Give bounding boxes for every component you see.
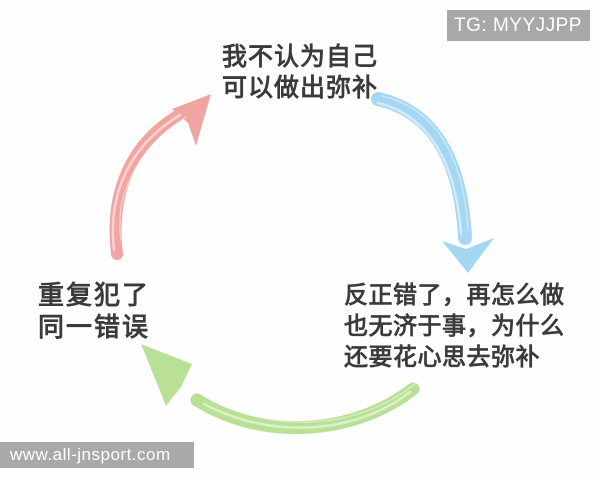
telegram-watermark: TG: MYYJJPP xyxy=(447,10,590,41)
arrowhead-top-to-right xyxy=(442,238,494,273)
arrow-shaft-left-to-top xyxy=(109,105,192,260)
arrow-shaft-top-to-right xyxy=(371,92,472,245)
arrow-right-to-left-icon xyxy=(141,344,420,435)
arrow-highlight-streak xyxy=(376,101,463,236)
arrowhead-right-to-left xyxy=(141,344,192,406)
node-text-left: 重复犯了 同一错误 xyxy=(38,280,151,342)
arrow-highlight-streak xyxy=(209,383,416,424)
website-watermark: www.all-jnsport.com xyxy=(0,442,194,468)
arrow-left-to-top-icon xyxy=(109,94,211,260)
arrow-highlight-streak xyxy=(381,95,469,231)
node-text-right: 反正错了，再怎么做 也无济于事，为什么 还要花心思去弥补 xyxy=(344,282,565,371)
arrow-highlight-streak xyxy=(202,390,412,429)
arrow-top-to-right-icon xyxy=(371,92,494,273)
arrow-highlight-streak xyxy=(119,116,187,241)
arrowhead-left-to-top xyxy=(172,94,211,146)
node-text-top: 我不认为自己 可以做出弥补 xyxy=(221,43,378,102)
arrow-highlight-streak xyxy=(111,113,182,252)
